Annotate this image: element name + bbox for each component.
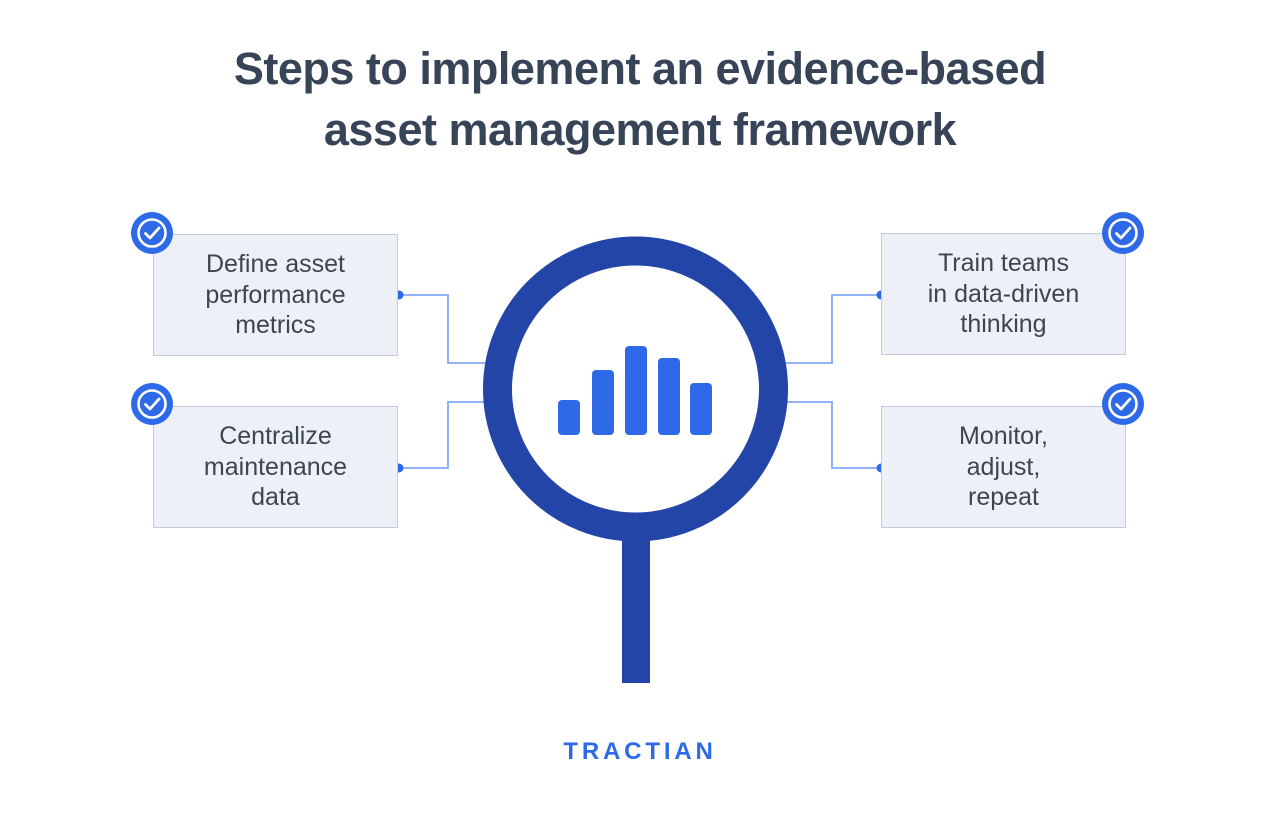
- check-circle-icon: [131, 212, 173, 254]
- bar-chart-bar: [558, 400, 580, 435]
- magnifier-handle: [622, 520, 650, 683]
- bar-chart-bar: [658, 358, 680, 435]
- bar-chart-bar: [625, 346, 647, 435]
- step-card-centralize-data: Centralize maintenance data: [153, 406, 398, 528]
- connector-line-top-right: [779, 294, 881, 364]
- bar-chart-bars: [558, 346, 712, 435]
- brand-logo: TRACTIAN: [563, 738, 717, 765]
- step-label: Centralize maintenance data: [203, 422, 348, 512]
- connector-line-bottom-left: [399, 401, 492, 469]
- step-card-train-teams: Train teams in data-driven thinking: [881, 233, 1126, 355]
- check-circle-icon: [1102, 383, 1144, 425]
- connectors: [399, 294, 881, 469]
- magnifier-bar-chart-icon: [483, 236, 788, 683]
- step-label: Define asset performance metrics: [205, 250, 346, 340]
- step-label: Monitor, adjust, repeat: [959, 422, 1048, 512]
- page-title: Steps to implement an evidence-based ass…: [233, 43, 1047, 156]
- check-circle-icon: [1102, 212, 1144, 254]
- bar-chart-bar: [592, 370, 614, 435]
- check-circle-icon: [131, 383, 173, 425]
- step-label: Train teams in data-driven thinking: [927, 249, 1080, 339]
- connector-line-bottom-right: [779, 401, 881, 469]
- step-card-monitor-adjust: Monitor, adjust, repeat: [881, 406, 1126, 528]
- step-card-define-metrics: Define asset performance metrics: [153, 234, 398, 356]
- bar-chart-bar: [690, 383, 712, 435]
- connector-line-top-left: [399, 294, 492, 364]
